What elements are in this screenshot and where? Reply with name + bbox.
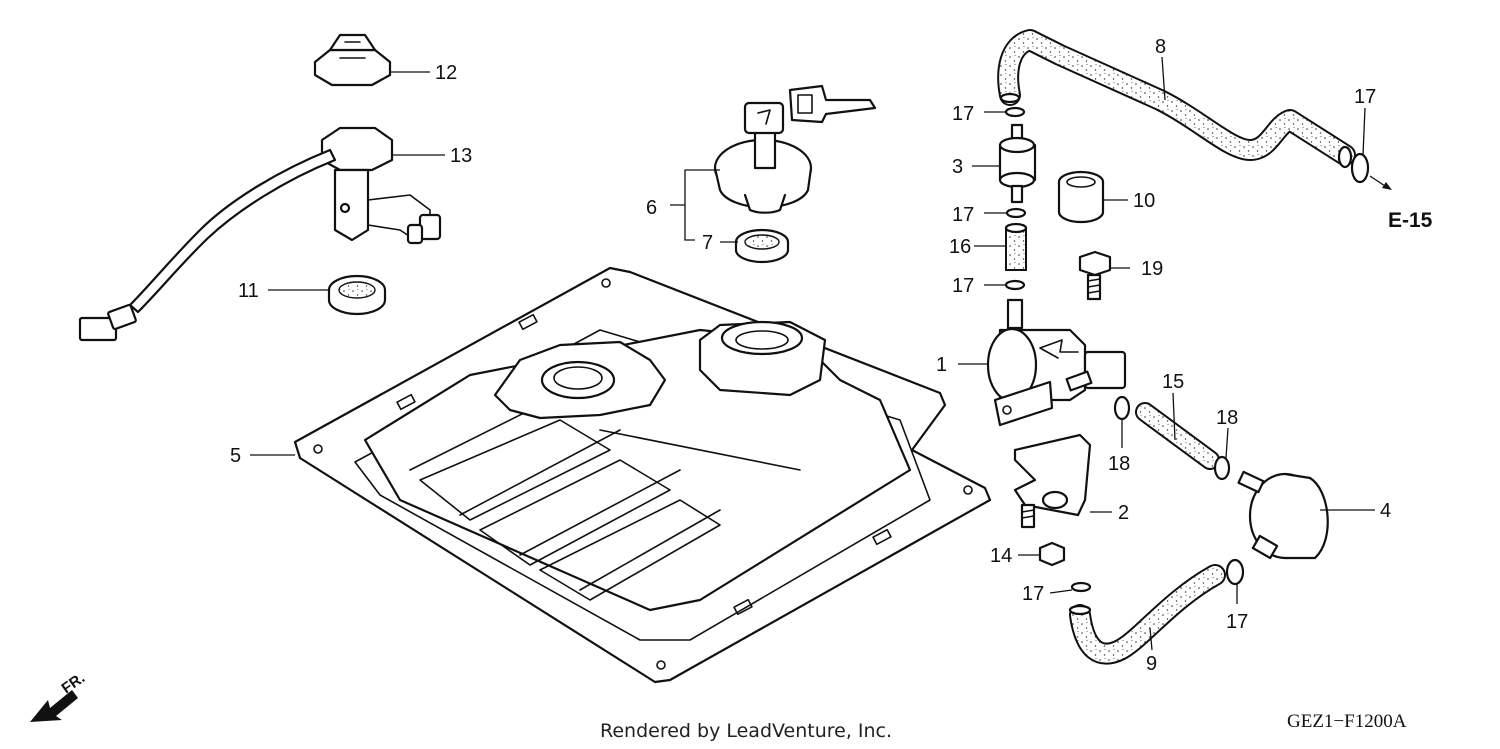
callout-15: 15 — [1162, 371, 1184, 393]
footer-credit: Rendered by LeadVenture, Inc. — [600, 720, 892, 742]
callout-16: 16 — [949, 236, 971, 258]
fuel-cap-packing[interactable] — [734, 228, 790, 264]
fuel-sender-unit[interactable] — [78, 126, 442, 342]
fuel-pump-bracket[interactable] — [1013, 433, 1092, 529]
fuel-tube-middle[interactable] — [1135, 402, 1220, 470]
leader-lines — [250, 56, 1392, 651]
fuel-pump[interactable] — [986, 298, 1127, 427]
callout-19: 19 — [1141, 258, 1163, 280]
callout-13: 13 — [450, 145, 472, 167]
callout-17: 17 — [952, 275, 974, 297]
callout-17: 17 — [1226, 611, 1248, 633]
callout-10: 10 — [1133, 190, 1155, 212]
callout-14: 14 — [990, 545, 1012, 567]
callout-3: 3 — [952, 156, 963, 178]
fuel-tank[interactable] — [293, 266, 992, 684]
fuel-valve[interactable] — [1237, 470, 1329, 560]
front-direction-arrow-icon — [30, 690, 78, 722]
flange-nut[interactable] — [1038, 541, 1066, 567]
callout-17: 17 — [1354, 86, 1376, 108]
callout-6: 6 — [646, 197, 657, 219]
direction-label: FR. — [59, 669, 89, 697]
fuel-strainer[interactable] — [998, 123, 1037, 204]
packing-ring[interactable] — [327, 274, 387, 316]
callout-9: 9 — [1146, 653, 1157, 675]
callout-17: 17 — [1022, 583, 1044, 605]
callout-7: 7 — [702, 232, 713, 254]
callout-5: 5 — [230, 445, 241, 467]
fuel-tube-upper[interactable] — [997, 29, 1356, 169]
diagram-code: GEZ1−F1200A — [1287, 711, 1407, 732]
fuel-tube-lower[interactable] — [1068, 564, 1226, 665]
callout-11: 11 — [238, 280, 259, 302]
callout-18: 18 — [1216, 407, 1238, 429]
callout-4: 4 — [1380, 500, 1391, 522]
callout-12: 12 — [435, 62, 457, 84]
callout-2: 2 — [1118, 502, 1129, 524]
callout-1: 1 — [936, 354, 947, 376]
flange-bolt[interactable] — [1078, 250, 1112, 301]
callout-17: 17 — [952, 103, 974, 125]
fuel-cap[interactable] — [713, 84, 877, 214]
callout-18: 18 — [1108, 453, 1130, 475]
tube-clips[interactable] — [1004, 106, 1370, 593]
reference-label: E-15 — [1388, 209, 1433, 232]
short-fuel-tube[interactable] — [1004, 222, 1028, 271]
callout-8: 8 — [1155, 36, 1166, 58]
lock-ring[interactable] — [313, 33, 392, 87]
callout-17: 17 — [952, 204, 974, 226]
cushion[interactable] — [1057, 170, 1105, 224]
callout-labels: 1 2 3 4 5 6 7 8 9 10 11 12 13 14 15 16 1… — [230, 36, 1391, 675]
